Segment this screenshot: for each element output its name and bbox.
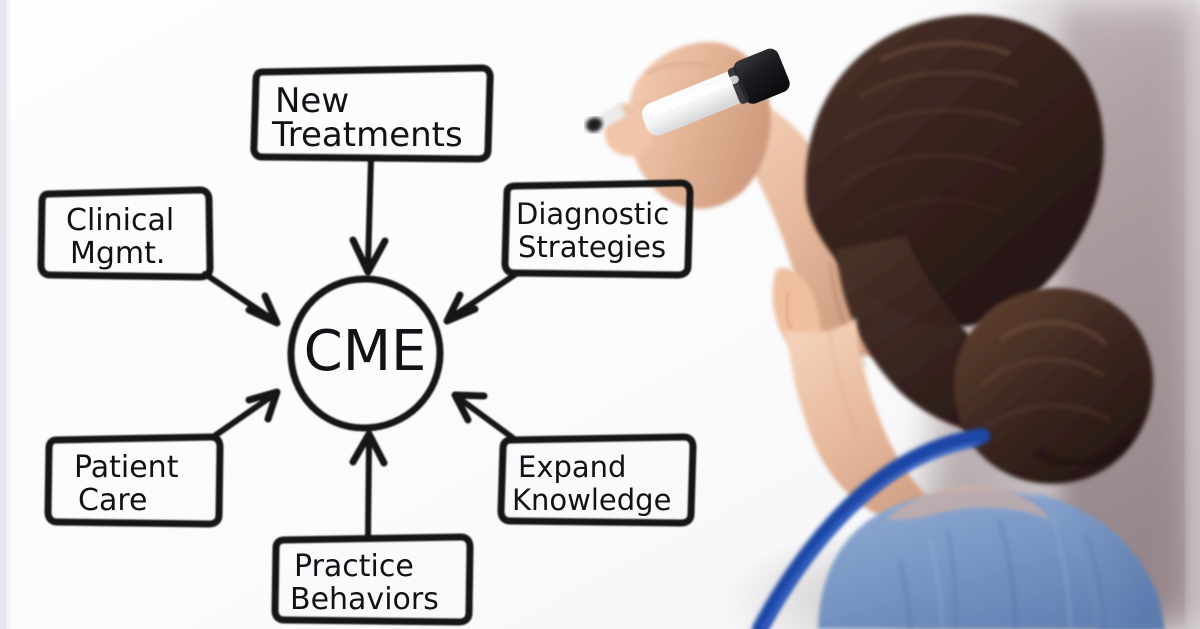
node-patient-care-label-2: Care — [78, 483, 147, 518]
center-node-cme[interactable] — [287, 275, 444, 432]
node-clinical-mgmt[interactable] — [37, 186, 214, 281]
connector-diagnostic-strategies — [443, 271, 519, 325]
connector-clinical-mgmt — [202, 271, 281, 327]
node-practice-behaviors[interactable] — [271, 533, 474, 626]
node-expand-knowledge-label-1: Expand — [518, 450, 626, 484]
marker-tip — [585, 104, 626, 133]
node-patient-care[interactable] — [44, 433, 224, 528]
node-diagnostic-strategies[interactable] — [501, 179, 694, 279]
node-diagnostic-strategies-label-2: Strategies — [518, 230, 666, 264]
node-practice-behaviors-label-2: Behaviors — [290, 582, 439, 617]
connector-practice-behaviors — [349, 430, 388, 540]
node-clinical-mgmt-label-1: Clinical — [66, 203, 174, 238]
marker-cap — [733, 48, 790, 104]
node-new-treatments-label-2: Treatments — [271, 115, 463, 155]
board-left-edge — [0, 0, 7, 629]
hair-bun — [954, 287, 1154, 484]
node-expand-knowledge-label-2: Knowledge — [512, 483, 671, 517]
node-expand-knowledge[interactable] — [497, 433, 697, 527]
connector-new-treatments — [349, 156, 389, 276]
stethoscope — [752, 428, 990, 629]
connector-expand-knowledge — [451, 391, 516, 441]
neck — [786, 299, 960, 524]
scrubs — [818, 486, 1164, 629]
center-node-label: CME — [304, 319, 427, 384]
node-clinical-mgmt-label-2: Mgmt. — [70, 236, 165, 271]
connector-patient-care — [210, 388, 281, 440]
node-practice-behaviors-label-1: Practice — [294, 549, 414, 584]
person-figure — [585, 14, 1164, 629]
marker — [641, 48, 790, 136]
node-new-treatments[interactable] — [250, 64, 494, 163]
node-new-treatments-label-1: New — [275, 81, 349, 121]
node-patient-care-label-1: Patient — [74, 450, 179, 485]
node-diagnostic-strategies-label-1: Diagnostic — [516, 197, 669, 231]
hair — [805, 14, 1154, 484]
board-left-highlight — [7, 0, 10, 629]
